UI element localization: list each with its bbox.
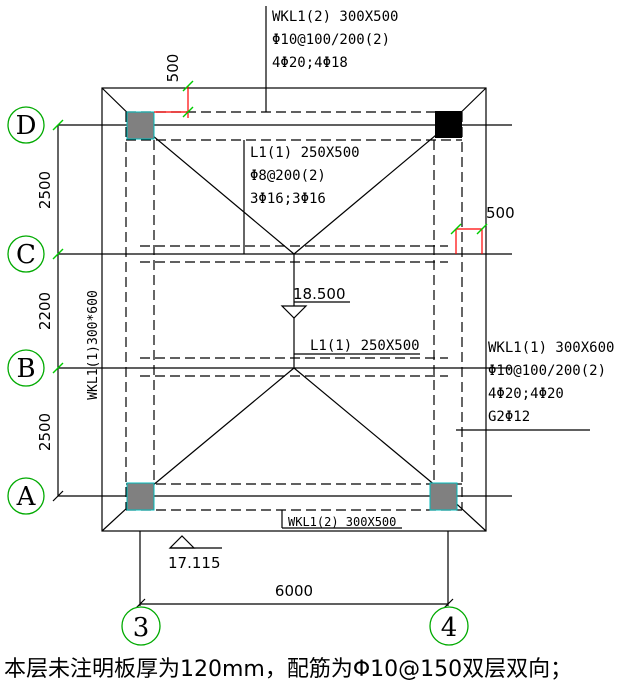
dim-b-a: 2500: [36, 413, 54, 451]
dim-offset-right: 500: [486, 204, 515, 222]
svg-text:18.500: 18.500: [293, 285, 346, 303]
svg-text:17.115: 17.115: [168, 554, 221, 572]
beam-label-wkl-left: WKL1(1)300*600: [86, 290, 101, 400]
svg-text:3: 3: [133, 613, 150, 643]
column-a3: [126, 482, 155, 511]
svg-text:C: C: [16, 240, 36, 270]
svg-text:4Φ20;4Φ18: 4Φ20;4Φ18: [272, 55, 348, 71]
svg-text:4Φ20;4Φ20: 4Φ20;4Φ20: [488, 386, 564, 402]
column-d3: [126, 111, 155, 140]
axis-bubble-3: 3: [121, 606, 161, 646]
dim-c-b: 2200: [36, 292, 54, 330]
svg-text:Φ10@100/200(2): Φ10@100/200(2): [488, 363, 606, 379]
svg-text:WKL1(2) 300X500: WKL1(2) 300X500: [272, 9, 398, 25]
axis-bubble-b: B: [7, 349, 45, 387]
svg-text:A: A: [16, 482, 37, 512]
roof-ridge-lines: [101, 87, 487, 532]
svg-text:Φ10@100/200(2): Φ10@100/200(2): [272, 32, 390, 48]
elevation-roof: 18.500: [280, 285, 350, 319]
beam-label-wkl-bottom: WKL1(2) 300X500: [288, 515, 396, 529]
column-d4: [435, 111, 462, 138]
svg-text:WKL1(1) 300X600: WKL1(1) 300X600: [488, 340, 614, 356]
svg-text:4: 4: [441, 613, 458, 643]
svg-text:Φ8@200(2): Φ8@200(2): [250, 168, 326, 184]
svg-text:L1(1) 250X500: L1(1) 250X500: [250, 145, 360, 161]
svg-text:B: B: [16, 354, 35, 384]
svg-text:3Φ16;3Φ16: 3Φ16;3Φ16: [250, 191, 326, 207]
axis-bubble-c: C: [7, 235, 45, 273]
beam-label-l1-c: L1(1) 250X500 Φ8@200(2) 3Φ16;3Φ16: [250, 145, 360, 207]
left-dimension-ticks: [52, 119, 64, 502]
roof-outline: [101, 87, 487, 532]
svg-text:D: D: [16, 111, 37, 141]
dim-d-c: 2500: [36, 171, 54, 209]
elevation-eave: 17.115: [168, 535, 222, 572]
svg-text:G2Φ12: G2Φ12: [488, 409, 530, 425]
beam-label-wkl-right: WKL1(1) 300X600 Φ10@100/200(2) 4Φ20;4Φ20…: [488, 340, 614, 425]
dim-span: 6000: [275, 582, 313, 600]
svg-text:L1(1) 250X500: L1(1) 250X500: [310, 338, 420, 354]
axis-bubble-d: D: [7, 106, 45, 144]
slab-note: 本层未注明板厚为120mm，配筋为Φ10@150双层双向；: [4, 657, 572, 682]
svg-text:WKL1(2) 300X500: WKL1(2) 300X500: [288, 515, 396, 529]
column-a4: [429, 482, 458, 511]
axis-bubble-a: A: [7, 477, 45, 515]
beam-label-wkl-top: WKL1(2) 300X500 Φ10@100/200(2) 4Φ20;4Φ18: [272, 9, 398, 71]
dim-offset-top: 500: [164, 54, 182, 83]
svg-text:WKL1(1)300*600: WKL1(1)300*600: [86, 290, 101, 400]
dashed-beams: [125, 111, 463, 511]
beam-label-l1-b: L1(1) 250X500: [310, 338, 420, 354]
axis-bubble-4: 4: [429, 606, 469, 646]
